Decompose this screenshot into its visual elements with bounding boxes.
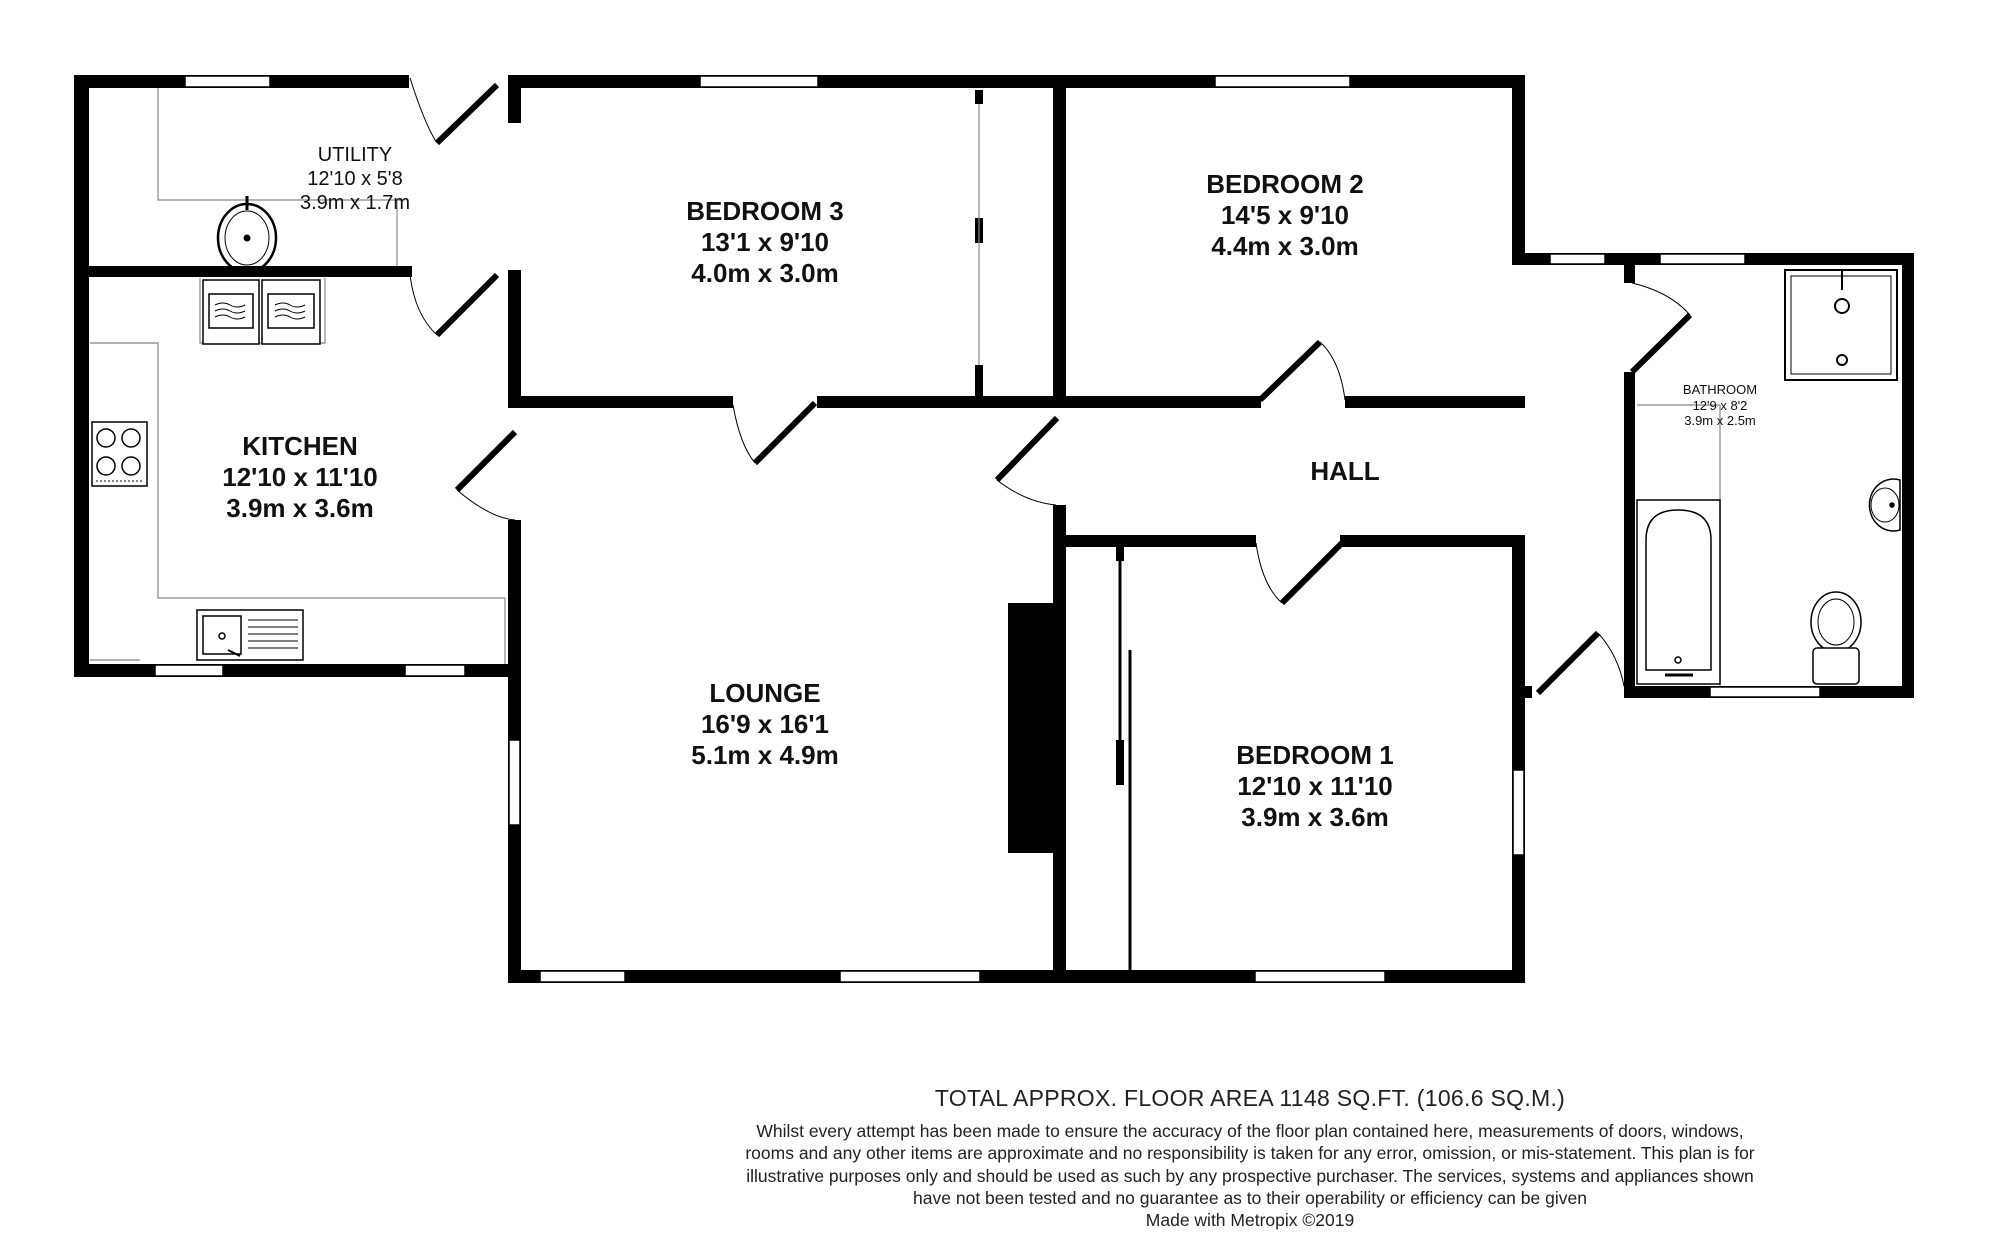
shower-icon	[1784, 269, 1898, 381]
toilet-icon	[1810, 591, 1862, 685]
utility-imperial: 12'10 x 5'8	[307, 168, 403, 190]
utility-label: UTILITY 12'10 x 5'8 3.9m x 1.7m	[280, 143, 430, 215]
utility-metric: 3.9m x 1.7m	[299, 192, 411, 214]
wardrobe-bedroom1	[1118, 560, 1132, 970]
hall-name: HALL	[1310, 456, 1380, 486]
bedroom1-metric: 3.9m x 3.6m	[1241, 802, 1389, 833]
lounge-label: LOUNGE 16'9 x 16'1 5.1m x 4.9m	[640, 678, 890, 772]
lounge-imperial: 16'9 x 16'1	[700, 709, 830, 740]
bathroom-metric: 3.9m x 2.5m	[1684, 413, 1756, 429]
doors	[409, 77, 1693, 696]
bedroom1-name: BEDROOM 1	[1236, 740, 1394, 770]
kitchen-metric: 3.9m x 3.6m	[226, 493, 374, 524]
utility-sink-icon	[216, 196, 278, 274]
bedroom2-label: BEDROOM 2 14'5 x 9'10 4.4m x 3.0m	[1160, 169, 1410, 263]
utility-name: UTILITY	[317, 144, 393, 166]
kitchen-sink-icon	[196, 609, 304, 661]
footer: TOTAL APPROX. FLOOR AREA 1148 SQ.FT. (10…	[740, 1085, 1760, 1231]
bedroom2-metric: 4.4m x 3.0m	[1211, 231, 1359, 262]
bedroom3-label: BEDROOM 3 13'1 x 9'10 4.0m x 3.0m	[640, 196, 890, 290]
made-with-credit: Made with Metropix ©2019	[1145, 1209, 1355, 1230]
disclaimer-text: Whilst every attempt has been made to en…	[745, 1121, 1755, 1209]
basin-icon	[1868, 478, 1901, 532]
kitchen-imperial: 12'10 x 11'10	[222, 462, 378, 493]
total-floor-area: TOTAL APPROX. FLOOR AREA 1148 SQ.FT. (10…	[934, 1085, 1566, 1111]
kitchen-label: KITCHEN 12'10 x 11'10 3.9m x 3.6m	[180, 431, 420, 525]
bath-icon	[1636, 499, 1721, 685]
bedroom3-name: BEDROOM 3	[686, 196, 844, 226]
washing-machine-icon	[202, 279, 321, 345]
bathroom-name: BATHROOM	[1682, 382, 1758, 397]
bedroom1-label: BEDROOM 1 12'10 x 11'10 3.9m x 3.6m	[1190, 740, 1440, 834]
bedroom1-imperial: 12'10 x 11'10	[1237, 771, 1393, 802]
bedroom2-name: BEDROOM 2	[1206, 169, 1364, 199]
kitchen-name: KITCHEN	[242, 431, 358, 461]
bedroom3-imperial: 13'1 x 9'10	[700, 227, 830, 258]
lounge-name: LOUNGE	[709, 678, 821, 708]
bathroom-imperial: 12'9 x 8'2	[1692, 397, 1748, 413]
bedroom3-metric: 4.0m x 3.0m	[691, 258, 839, 289]
bedroom2-imperial: 14'5 x 9'10	[1220, 200, 1350, 231]
windows	[154, 75, 1821, 983]
lounge-metric: 5.1m x 4.9m	[691, 740, 839, 771]
hob-icon	[91, 421, 148, 487]
bathroom-label: BATHROOM 12'9 x 8'2 3.9m x 2.5m	[1665, 382, 1775, 429]
hall-label: HALL	[1290, 456, 1400, 487]
